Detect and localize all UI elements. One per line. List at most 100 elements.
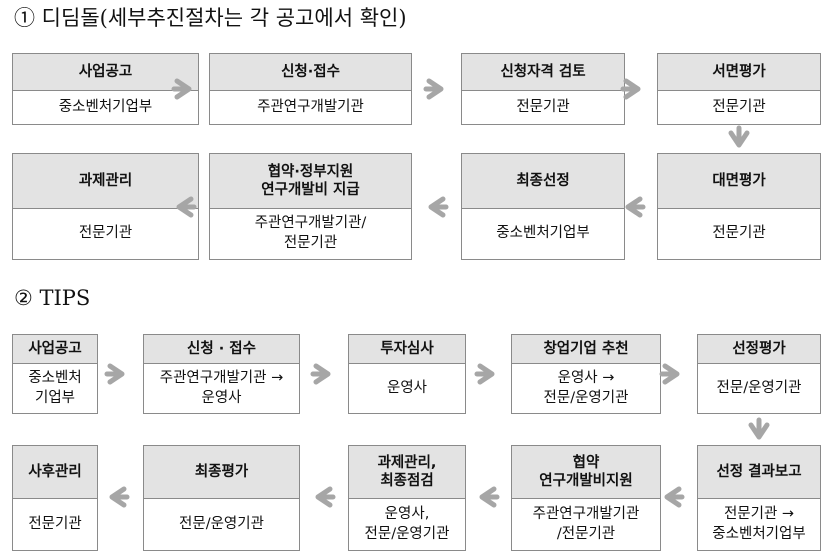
step-agency-line: 전문/운영기관 (716, 379, 802, 396)
step-title-line: 연구개발비 지급 (261, 182, 360, 198)
step-agency-line: 전문/운영기관 (179, 515, 264, 532)
step-title: 신청 · 접수 (144, 335, 299, 364)
step-agency: 운영사, 전문/운영기관 (349, 499, 465, 550)
step-agency-line: 주관연구개발기관 (257, 98, 364, 115)
arrow-left-icon (176, 196, 197, 218)
arrow-right-icon (310, 363, 331, 385)
step-agency-line: 전문기관 → (723, 505, 795, 522)
arrow-right-icon (104, 363, 125, 385)
step-agency-line: 운영사 (201, 389, 242, 406)
step-title: 신청·접수 (210, 54, 411, 91)
step-agency: 전문기관 → 중소벤처기업부 (698, 499, 820, 550)
step-agency: 전문기관 (658, 91, 820, 124)
step-agency-line: 전문기관 (516, 98, 570, 115)
arrow-right-icon (620, 78, 641, 100)
step-agency-line: 운영사 (386, 379, 428, 396)
section2-title: ② TIPS (14, 286, 91, 310)
section1-title: ① 디딤돌(세부추진절차는 각 공고에서 확인) (14, 6, 407, 30)
arrow-left-icon (428, 196, 449, 218)
step-title-line: 협약·정부지원 (267, 163, 354, 180)
step-title: 대면평가 (658, 154, 820, 209)
step-title-line: 선정 결과보고 (716, 463, 802, 480)
step-title-line: 창업기업 추천 (543, 340, 629, 357)
step-agency-line: 기업부 (34, 389, 76, 406)
step-title: 선정 결과보고 (698, 446, 820, 499)
step-agency: 전문기관 (13, 209, 198, 259)
step-agency-line: 주관연구개발기관 (532, 505, 640, 522)
step-agency: 전문/운영기관 (144, 499, 299, 550)
step-agency-line: 중소벤처기업부 (496, 225, 590, 242)
step-title-line: 사업공고 (78, 63, 133, 80)
step-title: 사후관리 (13, 446, 97, 499)
step-title: 사업공고 (13, 54, 198, 91)
step-title-line: 협약 (572, 454, 600, 471)
arrow-left-icon (625, 196, 646, 218)
step-agency-line: 중소벤처기업부 (712, 525, 806, 542)
arrow-right-icon (171, 78, 192, 100)
step-title-line: 최종평가 (194, 463, 249, 480)
step-title: 신청자격 검토 (462, 54, 624, 91)
step-title-line: 사후관리 (28, 463, 82, 480)
step-title-line: 신청자격 검토 (500, 63, 586, 80)
step-agency: 전문기관 (13, 499, 97, 550)
arrow-down-icon (728, 125, 750, 148)
arrow-right-icon (423, 78, 444, 100)
step-title: 최종평가 (144, 446, 299, 499)
step-agency-line: 전문/운영기관 (364, 525, 450, 542)
step-agency: 주관연구개발기관 (210, 91, 411, 124)
step-agency-line: 전문기관 (712, 225, 766, 242)
step-agency-line: 운영사, (384, 505, 430, 522)
step-title-line: 과제관리, (377, 454, 437, 471)
step-title: 선정평가 (698, 335, 820, 364)
arrow-left-icon (315, 486, 336, 508)
step-title-line: 신청 · 접수 (187, 340, 256, 357)
step-title: 서면평가 (658, 54, 820, 91)
step-agency: 운영사 → 전문/운영기관 (512, 364, 660, 413)
step-agency: 운영사 (349, 364, 465, 413)
step-agency-line: 주관연구개발기관/ (254, 215, 367, 232)
step-title-line: 신청·접수 (281, 63, 340, 80)
step-agency: 전문/운영기관 (698, 364, 820, 413)
step-agency-line: 전문/운영기관 (543, 389, 629, 406)
step-agency: 주관연구개발기관/전문기관 (512, 499, 660, 550)
step-title-line: 서면평가 (712, 63, 766, 80)
step-title: 과제관리 (13, 154, 198, 209)
step-agency-line: 주관연구개발기관 → (159, 369, 284, 386)
step-agency-line: 전문기관 (283, 235, 338, 251)
step-agency: 중소벤처기업부 (462, 209, 624, 259)
step-title-line: 최종선정 (516, 172, 570, 189)
step-agency: 주관연구개발기관/전문기관 (210, 209, 411, 259)
step-title: 창업기업 추천 (512, 335, 660, 364)
step-agency-line: /전문기관 (556, 525, 616, 542)
step-agency-line: 전문기관 (78, 225, 133, 242)
step-agency: 전문기관 (462, 91, 624, 124)
arrow-right-icon (474, 363, 495, 385)
step-title-line: 과제관리 (78, 172, 133, 189)
step-agency: 전문기관 (658, 209, 820, 259)
step-title-line: 사업공고 (28, 340, 82, 357)
step-title-line: 선정평가 (732, 340, 786, 357)
arrow-left-icon (664, 486, 685, 508)
step-title-line: 최종점검 (380, 473, 434, 489)
step-agency-line: 운영사 → (557, 369, 615, 386)
step-agency: 중소벤처기업부 (13, 91, 198, 124)
step-title-line: 대면평가 (712, 172, 766, 189)
